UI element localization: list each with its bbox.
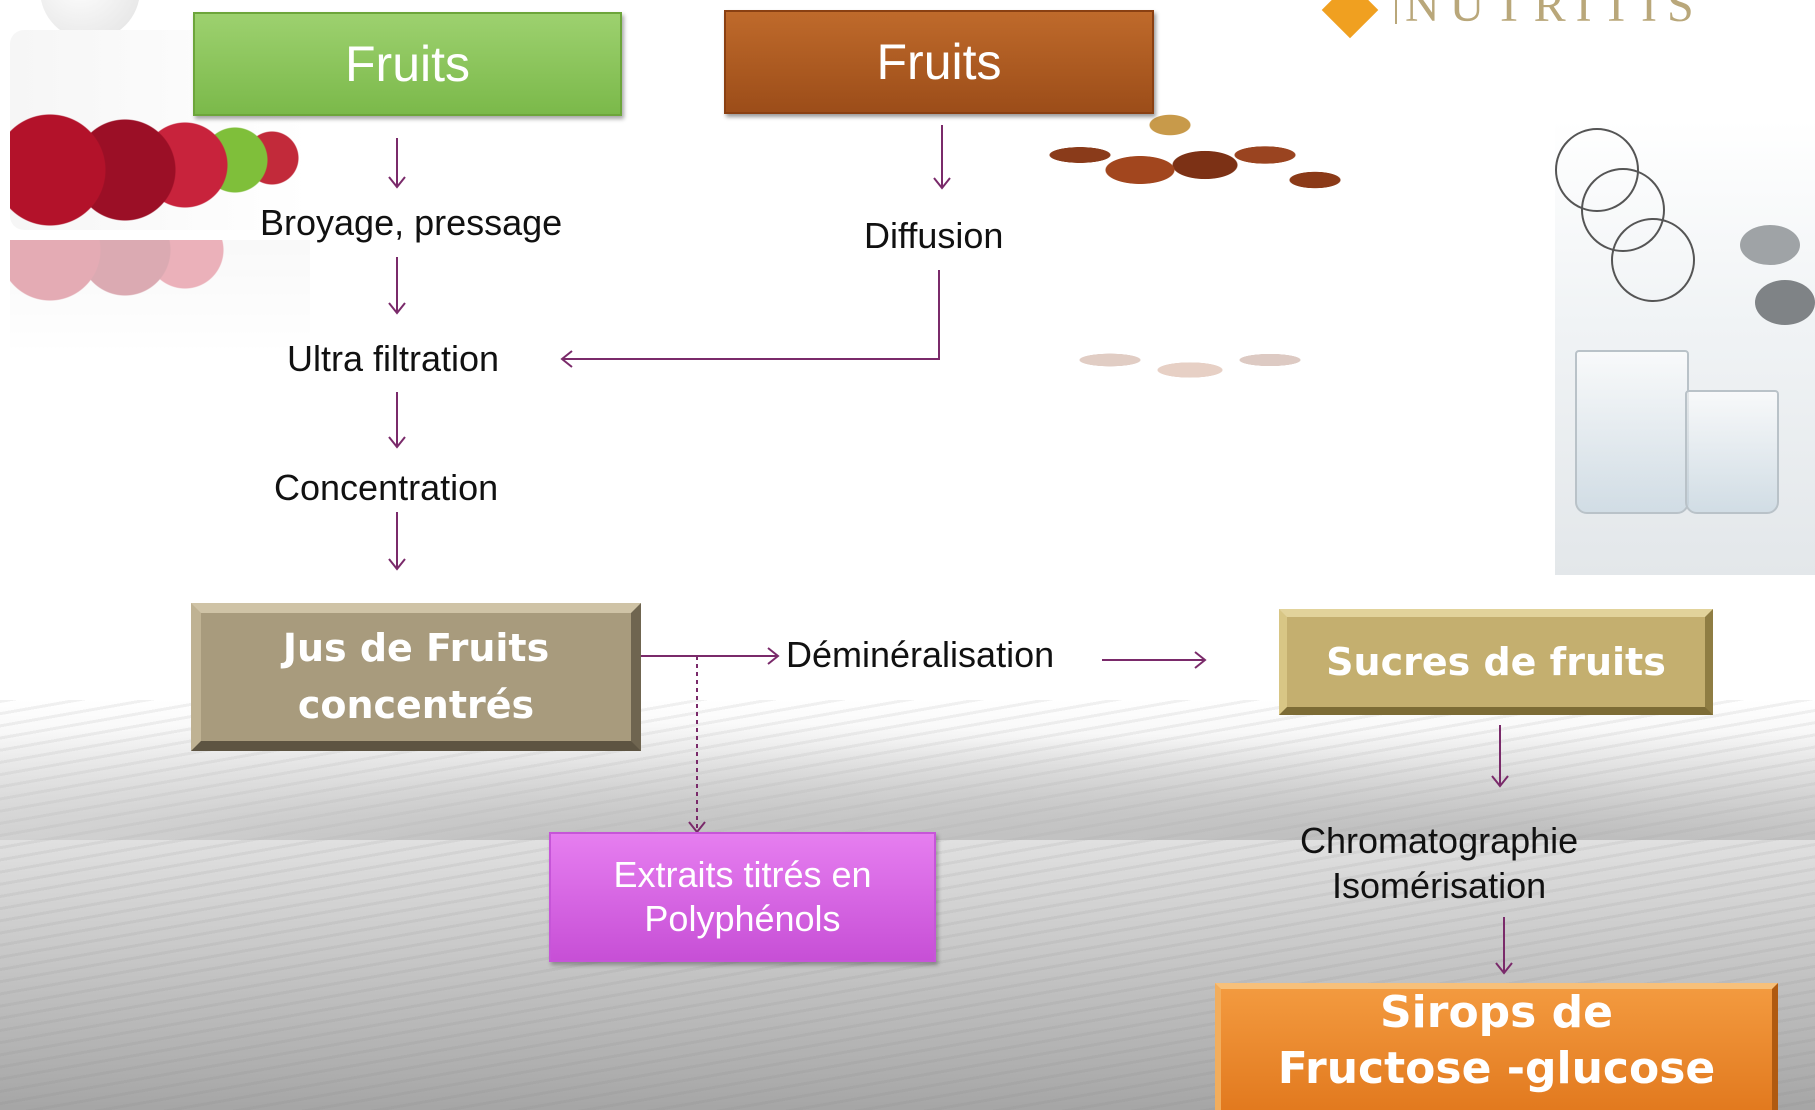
sirops-box: Sirops de Fructose -glucose: [1215, 983, 1778, 1110]
sirops-label-line1: Sirops de: [1379, 987, 1614, 1038]
step-isomerisation: Isomérisation: [1332, 865, 1547, 906]
step-ultra-filtration: Ultra filtration: [287, 338, 500, 379]
extraits-label-line2: Polyphénols: [644, 898, 841, 939]
step-chromatographie-isomerisation: Chromatographie Isomérisation: [1300, 818, 1578, 908]
fruits-label-2: Fruits: [876, 34, 1002, 90]
step-diffusion: Diffusion: [864, 215, 1004, 256]
step-broyage: Broyage, pressage: [260, 202, 563, 243]
jus-label-line2: concentrés: [297, 683, 535, 727]
sirops-label-line2: Fructose -glucose: [1277, 1043, 1716, 1094]
step-demineralisation: Déminéralisation: [786, 634, 1055, 675]
extraits-polyphenols-box: Extraits titrés en Polyphénols: [549, 832, 936, 962]
jus-label-line1: Jus de Fruits: [282, 626, 550, 670]
extraits-label-line1: Extraits titrés en: [613, 854, 872, 895]
sucres-de-fruits-box: Sucres de fruits: [1279, 609, 1713, 715]
dates-reflection-image: [1020, 330, 1350, 410]
brand-logo: NUTRITIS: [1405, 0, 1704, 32]
fruits-label-1: Fruits: [345, 36, 470, 92]
arrow-diffusion-to-ultra: [560, 270, 940, 368]
fruits-box-brown: Fruits: [724, 10, 1154, 114]
jus-de-fruits-box: Jus de Fruits concentrés: [191, 603, 641, 751]
step-concentration: Concentration: [274, 467, 499, 508]
step-chromatographie: Chromatographie: [1300, 820, 1579, 861]
logo-divider: [1395, 0, 1397, 24]
fruits-box-green: Fruits: [193, 12, 622, 116]
sucres-label: Sucres de fruits: [1326, 640, 1666, 684]
water-glasses-image: [1555, 120, 1815, 575]
apples-reflection-image: [10, 240, 310, 350]
